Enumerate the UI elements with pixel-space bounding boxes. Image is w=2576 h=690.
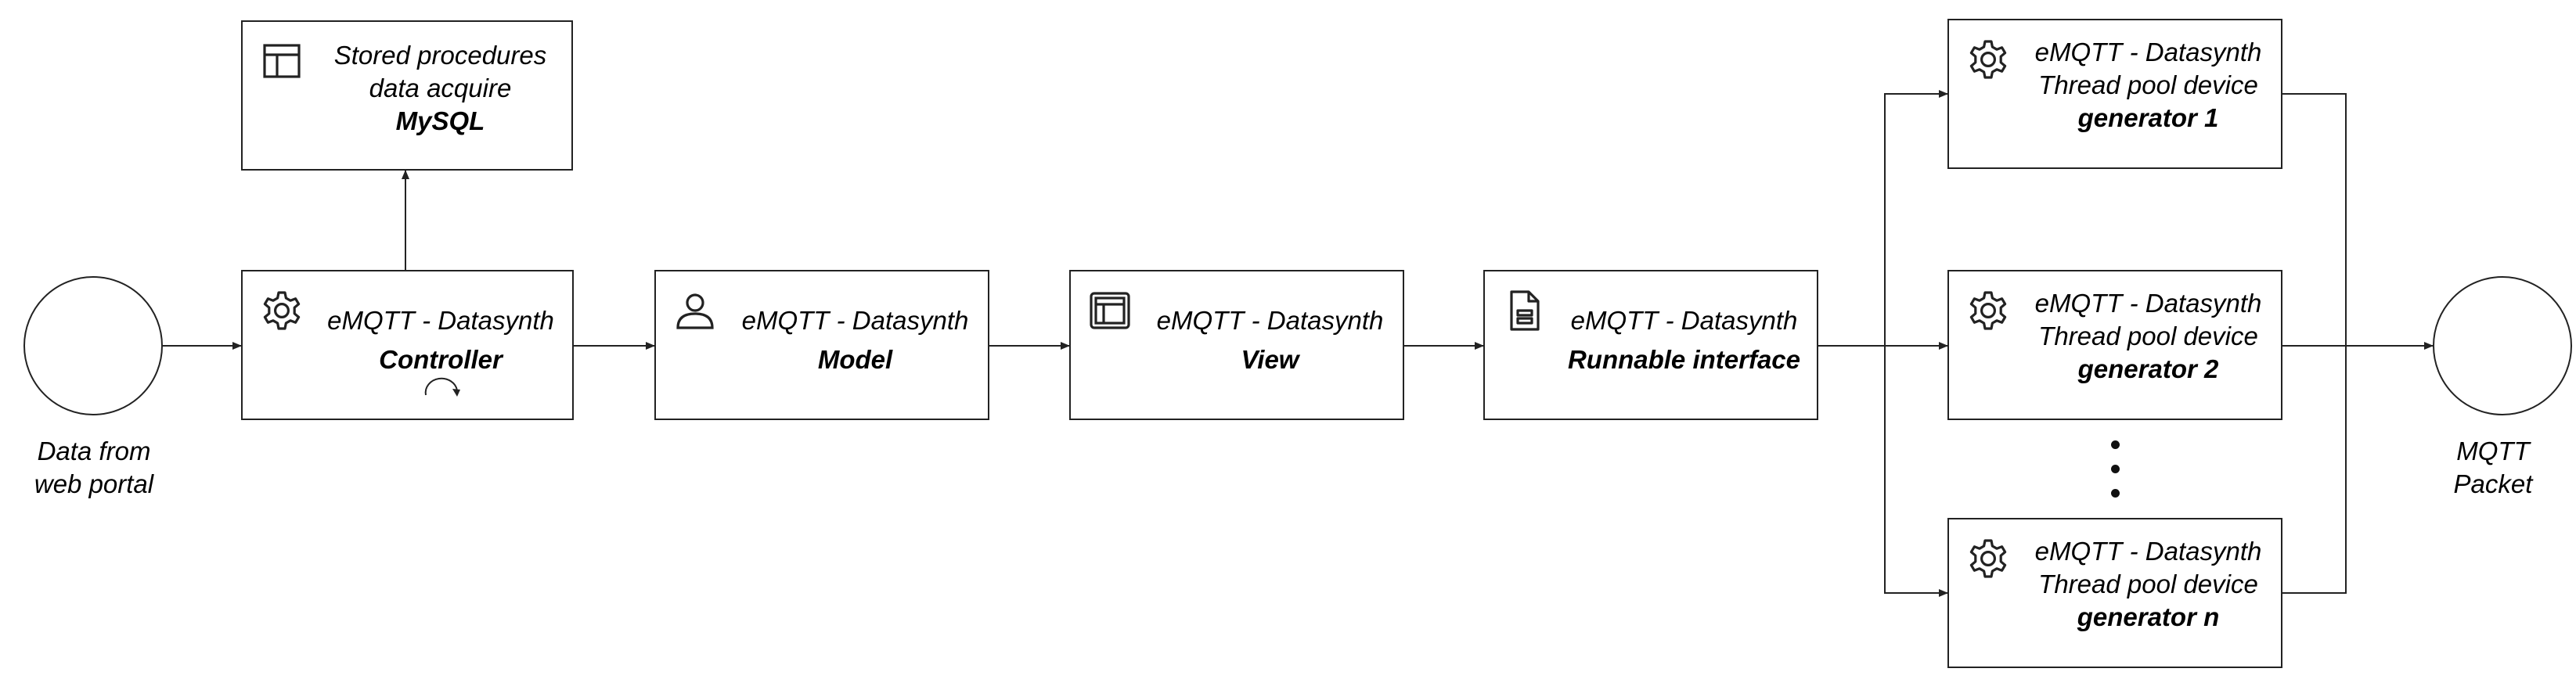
generator-2-line1: eMQTT - Datasynth [2034, 289, 2262, 318]
mysql-line1: Stored procedures [333, 41, 547, 70]
ellipsis-dot [2111, 440, 2120, 449]
gear-icon [1969, 539, 2007, 578]
runnable-box: eMQTT - Datasynth Runnable interface [1483, 270, 1818, 420]
generator-n-line1: eMQTT - Datasynth [2034, 537, 2262, 566]
window-icon [1090, 292, 1130, 329]
model-line1: eMQTT - Datasynth [741, 306, 969, 335]
mysql-title: MySQL [395, 106, 485, 135]
generator-n-line2: Thread pool device [2038, 570, 2258, 598]
controller-line1: eMQTT - Datasynth [327, 306, 554, 335]
generator-n-box: eMQTT - Datasynth Thread pool device gen… [1947, 518, 2282, 668]
source-circle [23, 276, 163, 415]
document-icon [1510, 290, 1540, 331]
arrow-fork-to-generator-1 [1884, 90, 1948, 346]
generator-2-title: generator 2 [2077, 354, 2219, 383]
view-title: View [1241, 345, 1299, 374]
view-box: eMQTT - Datasynth View [1069, 270, 1404, 420]
sink-caption: MQTT Packet [2419, 435, 2567, 501]
model-title: Model [817, 345, 893, 374]
sink-circle [2433, 276, 2572, 415]
generator-1-line2: Thread pool device [2038, 70, 2258, 99]
view-line1: eMQTT - Datasynth [1156, 306, 1384, 335]
controller-box: eMQTT - Datasynth Controller [241, 270, 574, 420]
ellipsis-dot [2111, 489, 2120, 498]
sink-caption-line2: Packet [2453, 469, 2533, 498]
generator-1-title: generator 1 [2077, 103, 2219, 132]
line-generator-n-to-merge [2282, 346, 2347, 594]
user-icon [676, 293, 714, 329]
runnable-title: Runnable interface [1567, 345, 1801, 374]
line-generator-1-to-merge [2282, 93, 2347, 346]
arrow-fork-to-generator-n [1884, 346, 1948, 597]
ellipsis-dot [2111, 465, 2120, 473]
loop-arrow-icon [424, 377, 460, 397]
mysql-line2: data acquire [369, 74, 512, 102]
runnable-line1: eMQTT - Datasynth [1570, 306, 1798, 335]
generator-2-box: eMQTT - Datasynth Thread pool device gen… [1947, 270, 2282, 420]
model-box: eMQTT - Datasynth Model [654, 270, 989, 420]
generator-n-title: generator n [2077, 602, 2220, 631]
gear-icon [1969, 40, 2007, 79]
generator-1-box: eMQTT - Datasynth Thread pool device gen… [1947, 19, 2282, 169]
generator-1-line1: eMQTT - Datasynth [2034, 38, 2262, 66]
source-caption: Data from web portal [0, 435, 188, 501]
source-caption-line2: web portal [34, 469, 154, 498]
source-caption-line1: Data from [37, 437, 151, 465]
gear-icon [1969, 291, 2007, 330]
controller-title: Controller [379, 345, 503, 374]
mysql-box: Stored procedures data acquire MySQL [241, 20, 573, 171]
generator-2-line2: Thread pool device [2038, 322, 2258, 350]
table-icon [263, 44, 301, 78]
gear-icon [263, 291, 301, 330]
sink-caption-line1: MQTT [2456, 437, 2530, 465]
